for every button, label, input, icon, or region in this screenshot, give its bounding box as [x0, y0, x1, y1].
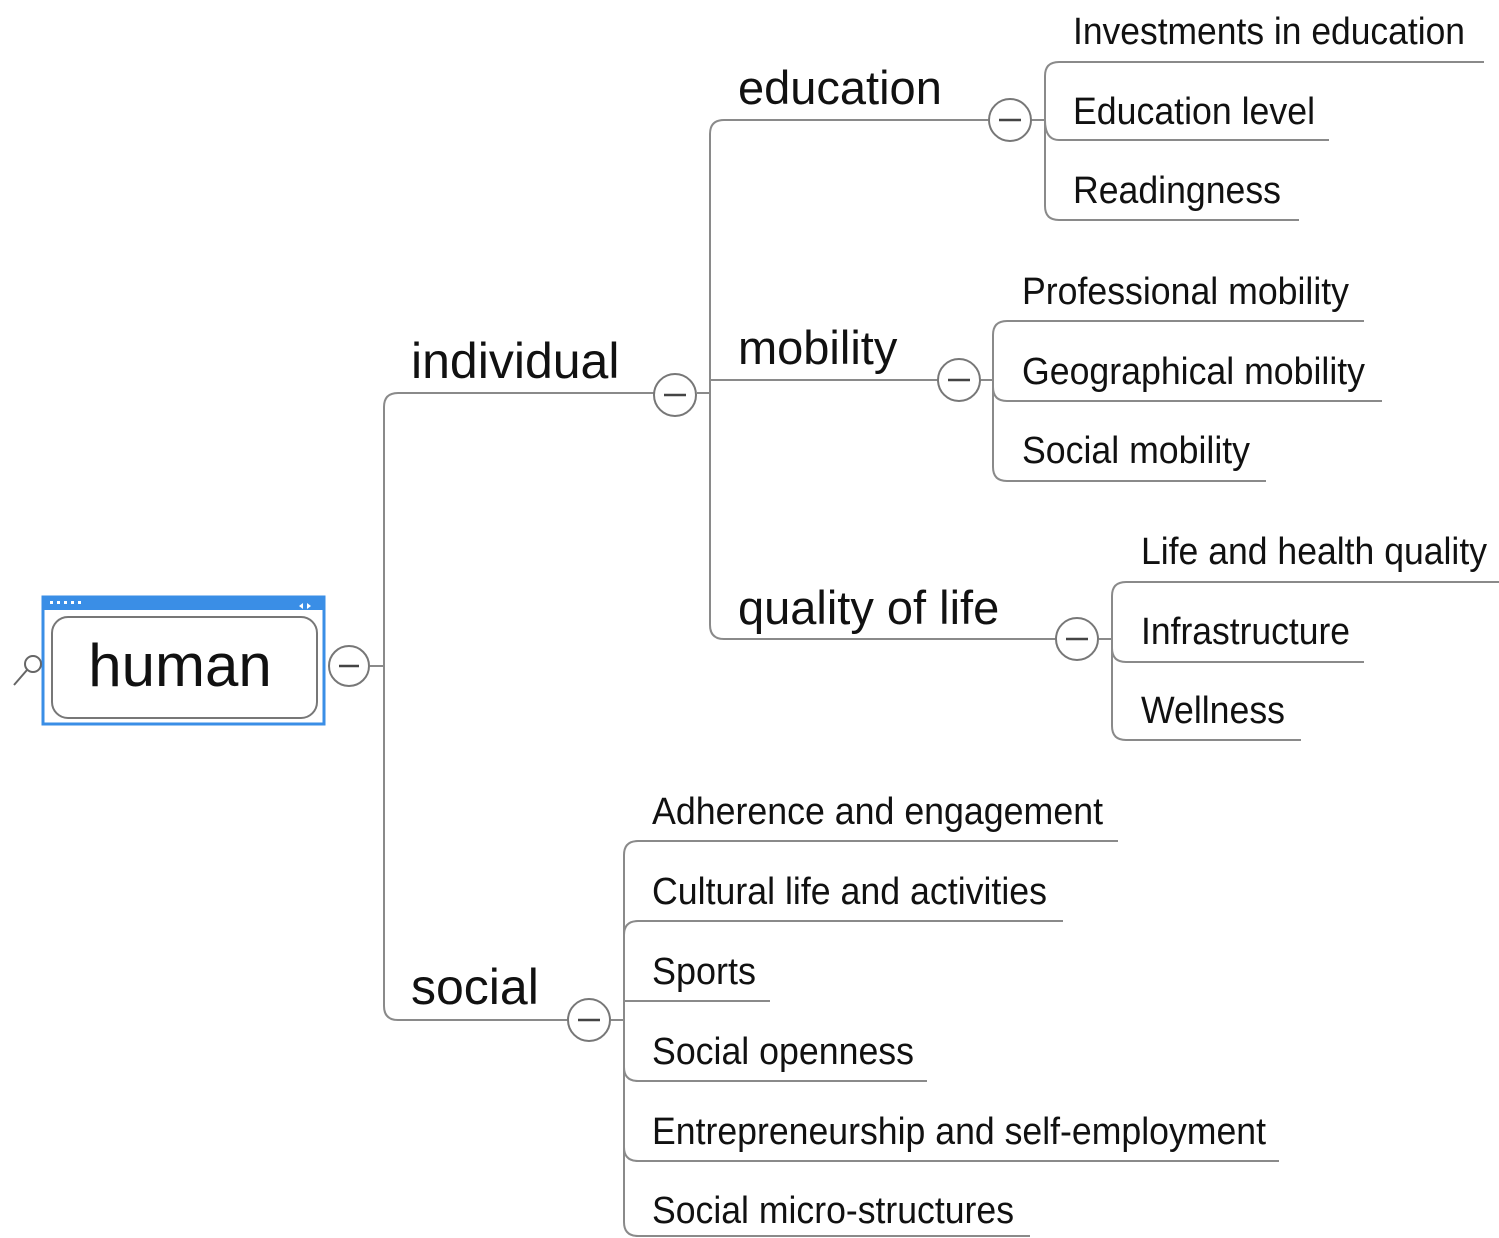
leaf-node[interactable]: Adherence and engagement [652, 791, 1103, 833]
leaf-node[interactable]: Social micro-structures [652, 1190, 1014, 1232]
leaf-node[interactable]: Cultural life and activities [652, 871, 1047, 913]
drag-handle-icon[interactable] [50, 601, 81, 604]
leaf-node[interactable]: Professional mobility [1022, 271, 1349, 313]
minus-circle-icon [988, 98, 1032, 142]
node-mobility[interactable]: mobility [738, 321, 898, 374]
minus-circle-icon [567, 998, 611, 1042]
leaf-node[interactable]: Social mobility [1022, 430, 1250, 472]
collapse-toggle-social[interactable] [567, 998, 611, 1042]
leaf-node[interactable]: Infrastructure [1141, 611, 1350, 653]
selection-header-bar [43, 597, 324, 610]
collapse-toggle-individual[interactable] [653, 373, 697, 417]
root-box [51, 616, 318, 719]
minus-circle-icon [653, 373, 697, 417]
minus-circle-icon [328, 645, 370, 687]
node-individual[interactable]: individual [411, 333, 619, 389]
node-education[interactable]: education [738, 61, 942, 114]
minus-circle-icon [1055, 617, 1099, 661]
leaf-node[interactable]: Social openness [652, 1031, 914, 1073]
leaf-node[interactable]: Investments in education [1073, 11, 1465, 53]
root-label: human [88, 632, 271, 699]
resize-arrows-icon[interactable] [299, 603, 311, 609]
leaf-node[interactable]: Entrepreneurship and self-employment [652, 1111, 1266, 1153]
connector-lines [370, 61, 1499, 1237]
collapse-toggle-mobility[interactable] [937, 358, 981, 402]
leaf-node[interactable]: Geographical mobility [1022, 351, 1365, 393]
minus-circle-icon [937, 358, 981, 402]
node-quality-of-life[interactable]: quality of life [738, 581, 999, 634]
magnifier-icon[interactable] [13, 655, 42, 686]
collapse-toggle-root[interactable] [328, 645, 370, 687]
leaf-node[interactable]: Wellness [1141, 690, 1285, 732]
leaf-node[interactable]: Sports [652, 951, 756, 993]
collapse-toggle-education[interactable] [988, 98, 1032, 142]
node-social[interactable]: social [411, 959, 539, 1015]
leaf-node[interactable]: Readingness [1073, 170, 1281, 212]
leaf-node[interactable]: Life and health quality [1141, 531, 1487, 573]
collapse-toggle-quality-of-life[interactable] [1055, 617, 1099, 661]
leaf-node[interactable]: Education level [1073, 91, 1315, 133]
root-node[interactable]: human [41, 595, 326, 726]
